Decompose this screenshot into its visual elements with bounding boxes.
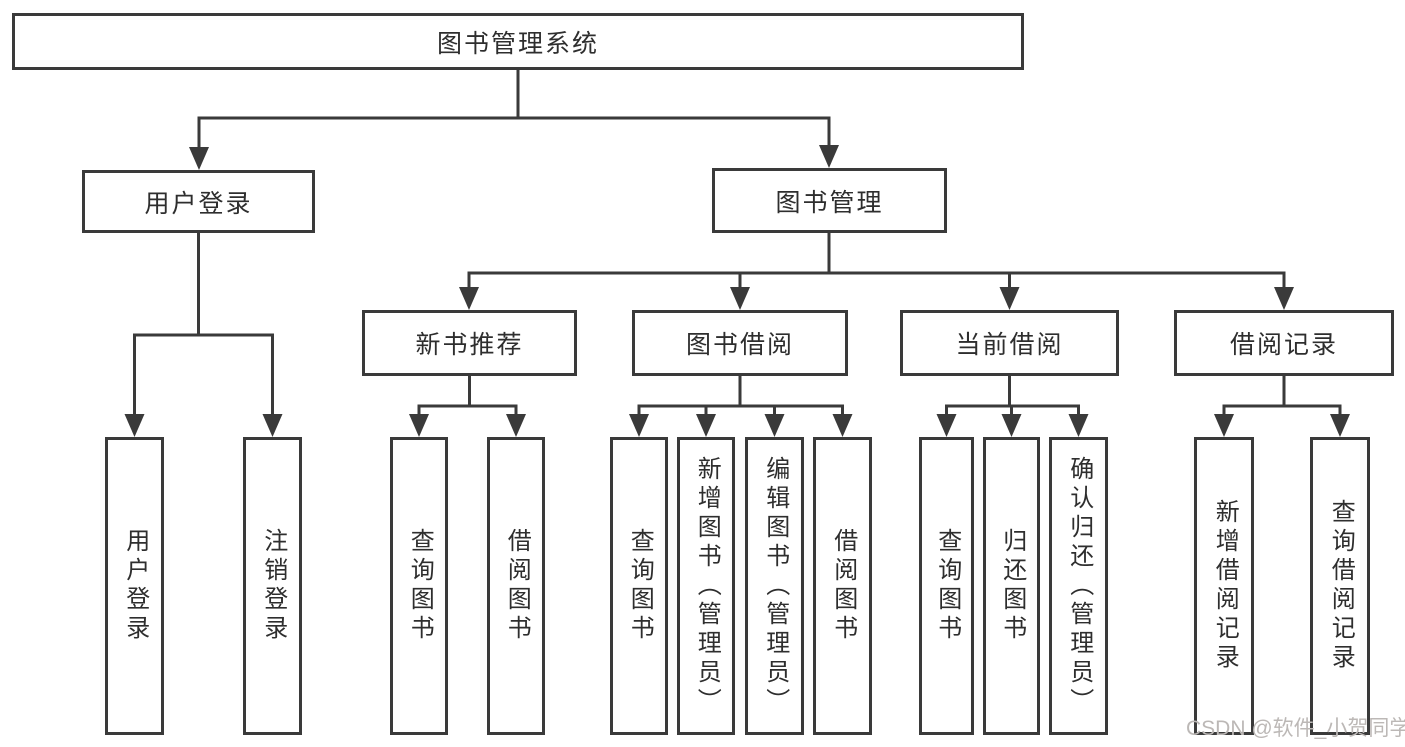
leaf-user-login-label: 用户登录 — [121, 528, 149, 644]
leaf-edit-books-admin-label: 编辑图书（管理员） — [761, 455, 789, 717]
node-book-borrowing: 图书借阅 — [632, 310, 848, 376]
node-user-login: 用户登录 — [82, 170, 315, 233]
leaf-borrow-books-borrowing: 借阅图书 — [813, 437, 872, 735]
node-user-login-label: 用户登录 — [144, 189, 253, 218]
root-node-library-management-system: 图书管理系统 — [12, 13, 1024, 70]
csdn-watermark: CSDN @软件_小贺同学 — [1186, 717, 1405, 740]
leaf-confirm-return-admin: 确认归还（管理员） — [1049, 437, 1108, 735]
node-new-book-recommendation: 新书推荐 — [362, 310, 577, 376]
node-current-borrowing: 当前借阅 — [900, 310, 1119, 376]
leaf-logout: 注销登录 — [243, 437, 302, 735]
leaf-user-login: 用户登录 — [105, 437, 164, 735]
root-node-label: 图书管理系统 — [436, 29, 599, 58]
node-book-management-label: 图书管理 — [775, 188, 884, 217]
node-borrowing-records-label: 借阅记录 — [1229, 331, 1338, 359]
leaf-add-books-admin: 新增图书（管理员） — [677, 437, 735, 735]
leaf-borrow-books-recommend: 借阅图书 — [487, 437, 545, 735]
leaf-add-books-admin-label: 新增图书（管理员） — [693, 455, 721, 717]
leaf-add-borrow-record: 新增借阅记录 — [1194, 437, 1254, 735]
leaf-confirm-return-admin-label: 确认归还（管理员） — [1065, 455, 1093, 717]
node-new-book-recommendation-label: 新书推荐 — [415, 331, 524, 359]
leaf-logout-label: 注销登录 — [259, 528, 287, 644]
leaf-query-books-borrowing-label: 查询图书 — [626, 528, 654, 644]
leaf-query-borrow-record: 查询借阅记录 — [1310, 437, 1370, 735]
node-book-borrowing-label: 图书借阅 — [685, 331, 794, 359]
leaf-query-books-current-label: 查询图书 — [933, 528, 961, 644]
leaf-query-borrow-record-label: 查询借阅记录 — [1327, 499, 1355, 673]
node-current-borrowing-label: 当前借阅 — [955, 331, 1064, 359]
leaf-return-books: 归还图书 — [983, 437, 1040, 735]
leaf-edit-books-admin: 编辑图书（管理员） — [745, 437, 804, 735]
leaf-query-books-recommend-label: 查询图书 — [406, 528, 434, 644]
leaf-return-books-label: 归还图书 — [998, 528, 1026, 644]
leaf-borrow-books-borrowing-label: 借阅图书 — [829, 528, 857, 644]
leaf-query-books-recommend: 查询图书 — [390, 437, 448, 735]
leaf-query-books-current: 查询图书 — [919, 437, 974, 735]
node-borrowing-records: 借阅记录 — [1174, 310, 1394, 376]
node-book-management: 图书管理 — [712, 168, 947, 233]
leaf-borrow-books-recommend-label: 借阅图书 — [503, 528, 531, 644]
leaf-add-borrow-record-label: 新增借阅记录 — [1211, 499, 1239, 673]
leaf-query-books-borrowing: 查询图书 — [610, 437, 668, 735]
